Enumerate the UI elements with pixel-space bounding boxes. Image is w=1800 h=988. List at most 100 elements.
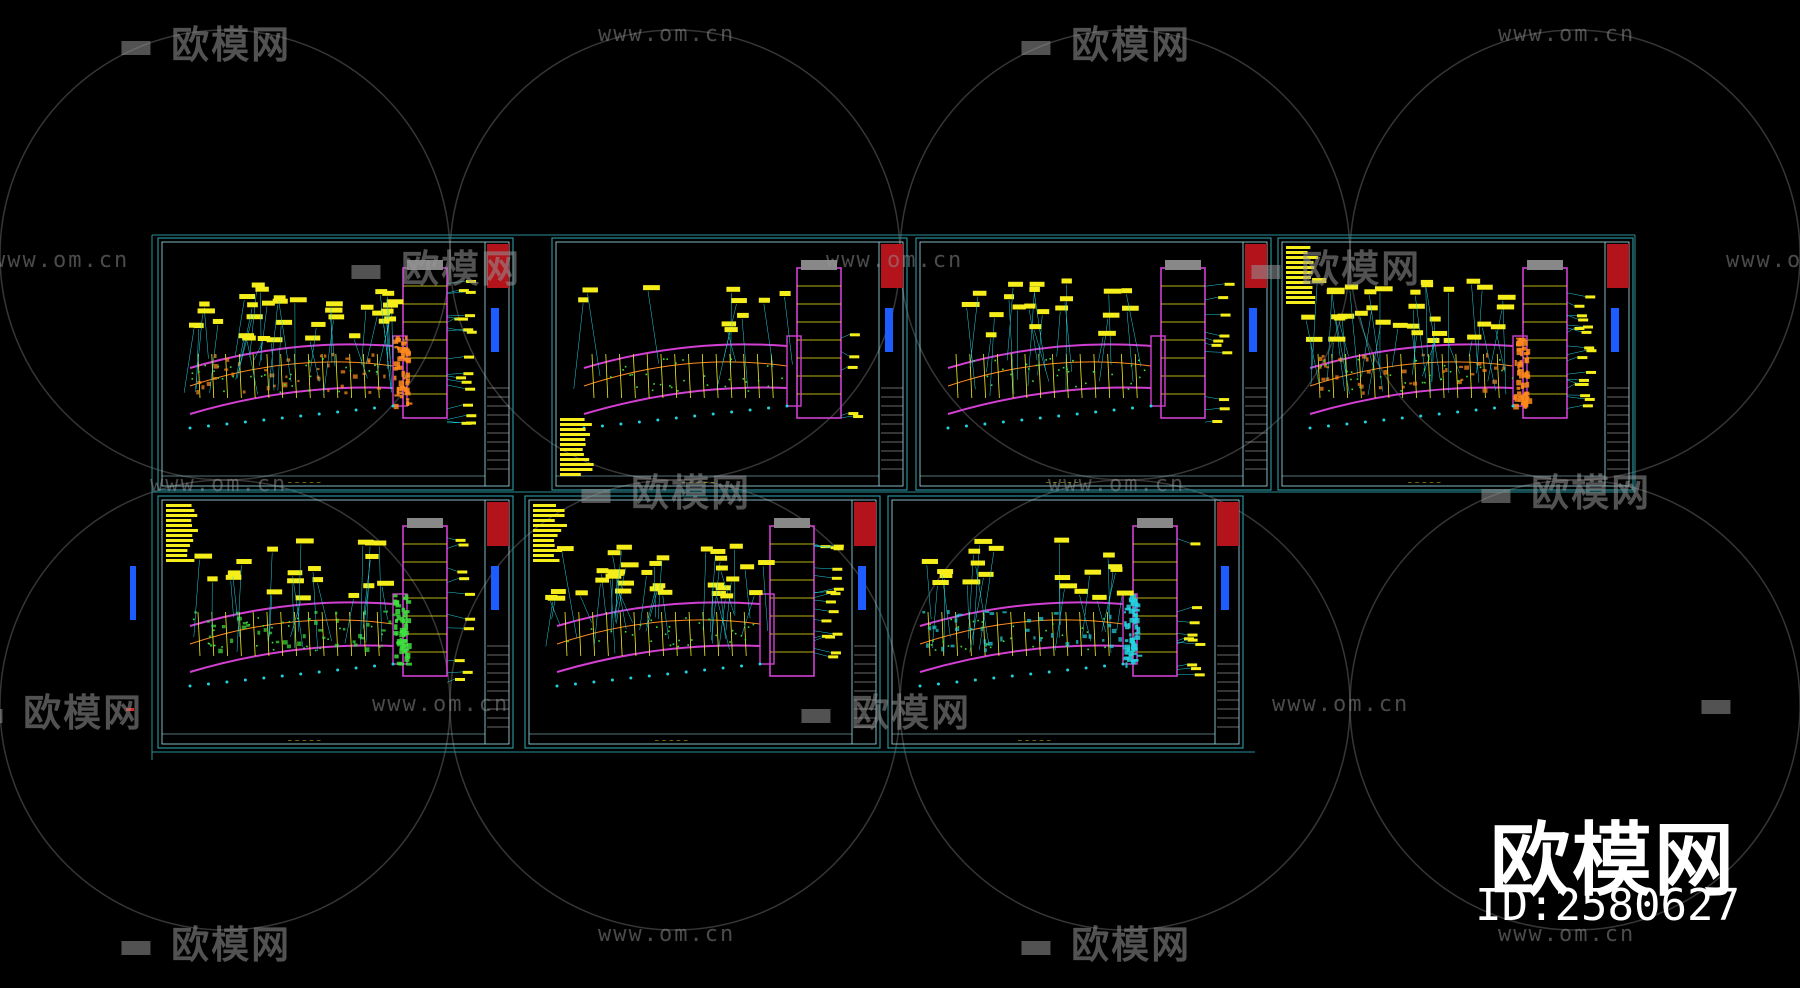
furniture-mark [732,630,734,632]
sofa-icon: ▬ [578,471,616,515]
roof-hatch [407,518,443,528]
floor-hatch [406,618,411,623]
leader-line [1057,311,1061,356]
watermark-logo: ▬ 欧模网 [118,914,291,969]
furniture-mark [753,624,755,626]
annotation-tag [287,578,304,583]
leader-line [1567,372,1586,374]
annotation-tag [1212,344,1222,347]
room-partition [592,354,594,398]
floor-hatch [405,360,408,362]
floor-hatch [365,647,370,652]
annotation-tag [247,314,263,319]
sofa-icon: ▬ [1248,247,1286,291]
furniture-mark [1063,367,1065,369]
floor-hatch [314,611,317,614]
legend-text [533,509,565,512]
furniture-mark [670,645,672,647]
leader-line [968,555,973,639]
floor-hatch [951,645,955,648]
room-partition [267,354,269,398]
watermark-logo: ▬ 欧模网 [1018,14,1191,69]
floor-hatch [264,628,267,632]
furniture-mark [691,639,693,641]
floor-hatch [393,594,397,597]
wing-inner-wall [584,388,787,414]
grid-bubble [1122,663,1125,666]
leader-line [1567,325,1583,327]
leader-line [1567,357,1577,361]
floor-hatch [1002,611,1006,613]
annotation-tag [328,314,344,319]
grid-bubble [244,421,247,424]
room-partition [716,354,718,398]
legend-text [166,529,198,532]
furniture-mark [191,378,193,380]
floor-hatch [396,336,400,342]
leader-line [764,304,773,368]
grid-bubble [965,425,968,428]
annotation-tag [1062,278,1072,283]
annotation-tag [363,583,374,588]
furniture-mark [669,385,671,387]
floor-hatch [1517,391,1521,397]
floor-hatch [353,374,358,378]
watermark-logo: ▬ 欧模网 [118,14,291,69]
floor-hatch [264,369,267,371]
furniture-mark [305,365,307,367]
grid-bubble [767,407,770,410]
leader-line [1097,601,1105,632]
furniture-mark [671,387,673,389]
furniture-mark [272,642,274,644]
annotation-tag [831,651,841,654]
title-block-logo [487,502,509,546]
floor-hatch [1367,370,1371,374]
grid-bubble [262,419,265,422]
furniture-mark [669,626,671,628]
annotation-tag [1432,331,1447,336]
annotation-tag [239,294,255,299]
floor-hatch [407,401,409,406]
lobby-outline [760,594,774,664]
furniture-mark [1359,386,1361,388]
annotation-tag [267,589,282,594]
legend-text [533,504,556,507]
leader-line [1392,329,1398,368]
annotation-tag [1577,356,1587,359]
annotation-tag [834,588,844,591]
annotation-tag [1054,538,1069,543]
annotation-tag [848,366,858,369]
annotation-tag [1190,621,1200,624]
annotation-tag [365,554,378,559]
floor-hatch [354,643,358,646]
furniture-mark [204,365,206,367]
furniture-mark [743,378,745,380]
leader-line [1205,343,1212,345]
furniture-mark [271,627,273,629]
annotation-tag [582,287,597,292]
floor-hatch [954,618,957,622]
floor-hatch [406,663,412,666]
legend-text [1286,296,1315,299]
leader-line [447,376,456,378]
leader-line [447,614,465,619]
furniture-mark [262,625,264,627]
leader-line [1177,621,1190,622]
room-partition [997,612,999,656]
leader-line [970,297,978,368]
grid-bubble [574,683,577,686]
furniture-mark [214,645,216,647]
floor-hatch [1131,653,1137,655]
annotation-tag [1467,335,1481,340]
leader-line [1205,408,1220,410]
floor-hatch [401,375,403,378]
furniture-mark [699,622,701,624]
annotation-tag [1581,331,1591,334]
furniture-mark [369,370,371,372]
furniture-mark [735,633,737,635]
grid-bubble [703,669,706,672]
title-block-legend [491,566,499,610]
floor-hatch [406,379,410,384]
sheet-frame [916,238,1271,490]
